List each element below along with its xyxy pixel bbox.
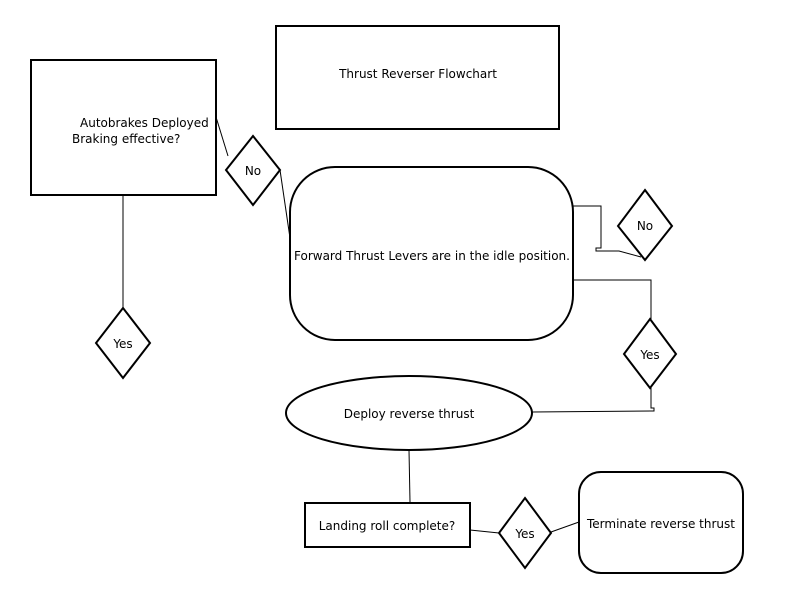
connector-yes-to-terminate [550, 521, 580, 533]
autobrakes-label-line1: Autobrakes Deployed [80, 116, 209, 130]
decision-no-2-label: No [637, 219, 653, 233]
terminate-reverse-label: Terminate reverse thrust [586, 517, 735, 531]
autobrakes-box-frame [30, 59, 217, 196]
decision-yes-2-label: Yes [639, 348, 659, 362]
decision-yes-1-diamond [94, 306, 152, 380]
connector-autobrakes-to-no [215, 116, 229, 157]
connector-yes-to-deploy [531, 387, 655, 413]
deploy-reverse-label: Deploy reverse thrust [344, 407, 475, 421]
autobrakes-box: Autobrakes Deployed Braking effective? [30, 59, 217, 196]
decision-yes-1-label: Yes [112, 337, 132, 351]
deploy-reverse-ellipse: Deploy reverse thrust [285, 375, 533, 451]
deploy-reverse-ellipse-frame [285, 375, 533, 451]
landing-roll-box: Landing roll complete? [304, 502, 471, 548]
landing-roll-box-frame [304, 502, 471, 548]
title-box: Thrust Reverser Flowchart [275, 25, 560, 130]
decision-yes-3-diamond [497, 496, 553, 570]
title-box-frame [275, 25, 560, 130]
forward-thrust-box-frame [289, 166, 574, 341]
flowchart-title: Thrust Reverser Flowchart [338, 67, 497, 81]
decision-yes-3: Yes [497, 496, 553, 570]
connector-forward-thrust-to-no [572, 205, 642, 258]
connector-landing-roll-to-yes [469, 529, 500, 534]
connectors [122, 116, 655, 534]
connector-forward-thrust-to-yes [572, 279, 652, 319]
decision-yes-3-label: Yes [514, 527, 534, 541]
decision-no-1-diamond [224, 134, 282, 207]
decision-no-1: No [224, 134, 282, 207]
forward-thrust-label: Forward Thrust Levers are in the idle po… [294, 249, 570, 263]
decision-yes-2-diamond [622, 317, 678, 390]
decision-no-1-label: No [245, 164, 261, 178]
autobrakes-label-line2: Braking effective? [72, 132, 180, 146]
connector-deploy-to-landing-roll [408, 449, 411, 503]
decision-yes-1: Yes [94, 306, 152, 380]
landing-roll-label: Landing roll complete? [319, 519, 456, 533]
decision-no-2-diamond [616, 188, 674, 262]
terminate-reverse-box-frame [578, 471, 744, 574]
connector-no-to-forward-thrust [279, 169, 291, 239]
decision-no-2: No [616, 188, 674, 262]
forward-thrust-box: Forward Thrust Levers are in the idle po… [289, 166, 574, 341]
terminate-reverse-box: Terminate reverse thrust [578, 471, 744, 574]
decision-yes-2: Yes [622, 317, 678, 390]
